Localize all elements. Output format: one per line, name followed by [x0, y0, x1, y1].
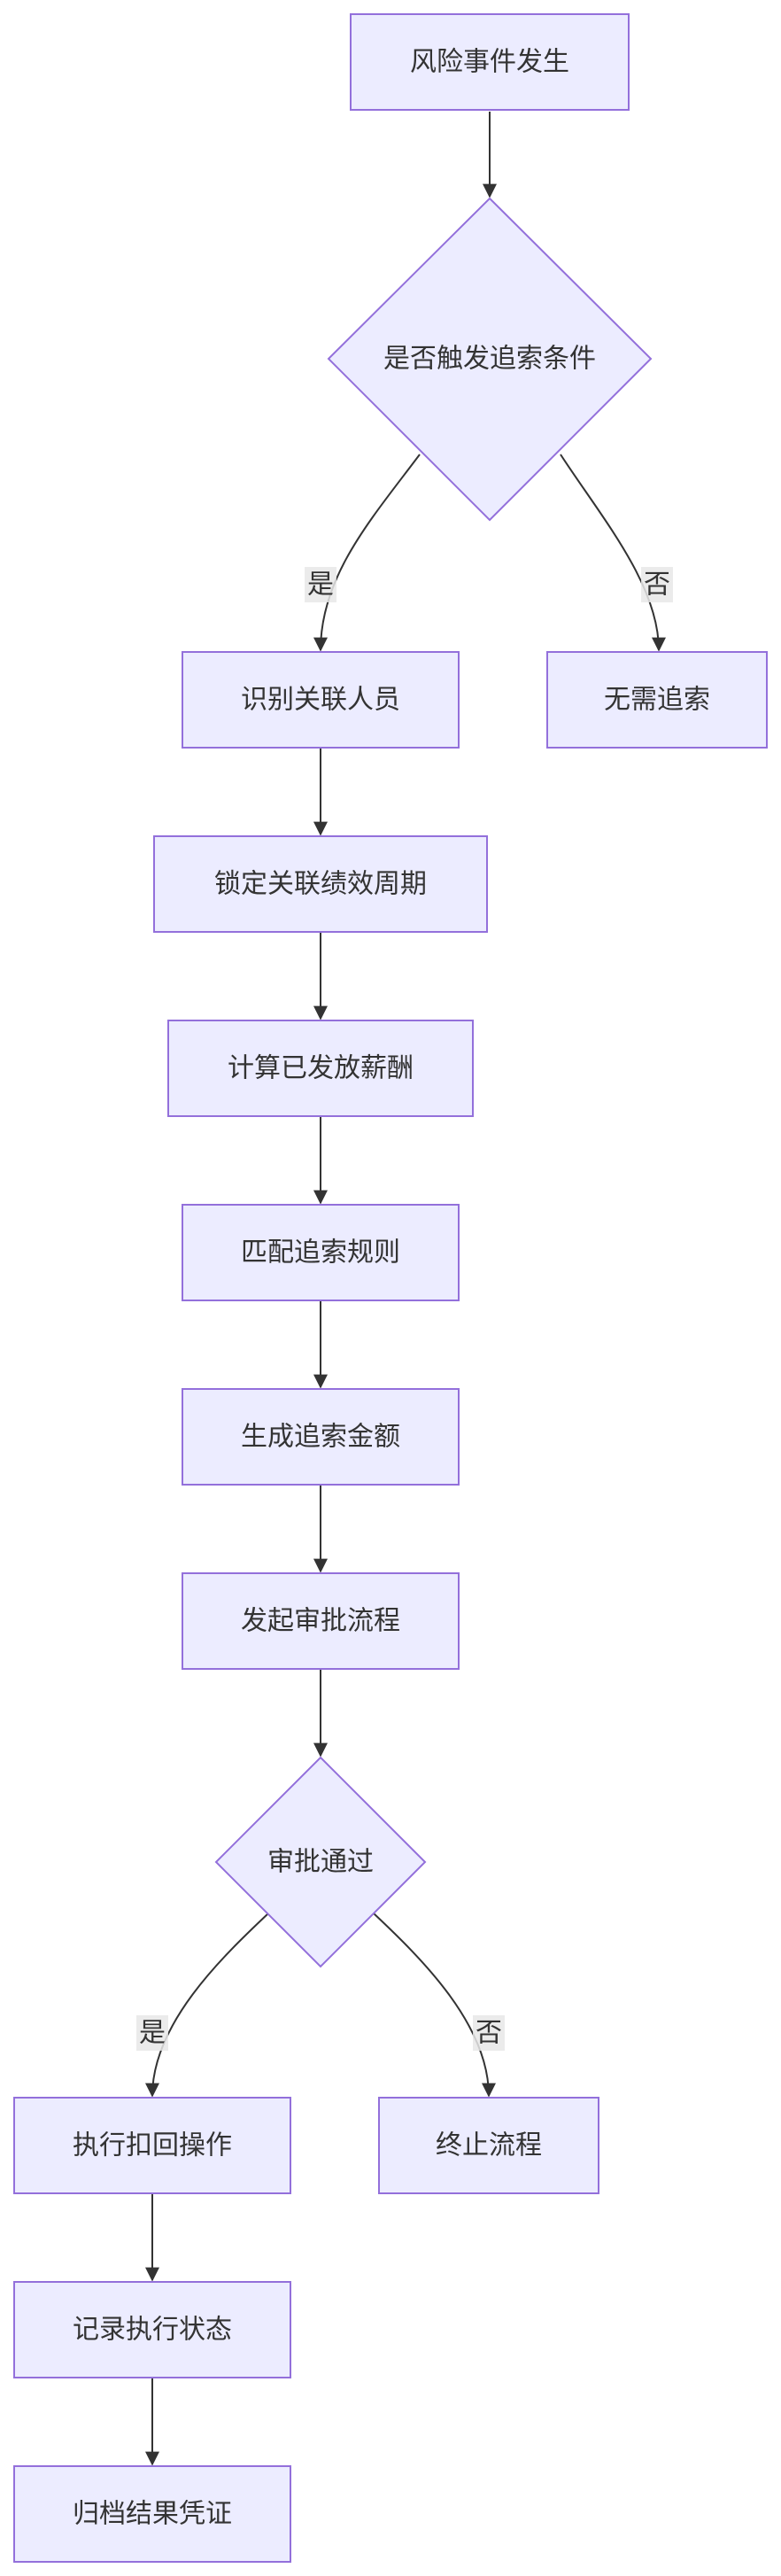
edges [145, 112, 666, 2466]
node-gen-amount: 生成追索金额 [182, 1388, 460, 1486]
edge-label-approval-no: 否 [473, 2015, 505, 2051]
node-approval-pass: 审批通过 [214, 1756, 427, 1968]
svg-text:是: 是 [139, 2018, 166, 2049]
edge-labels: 是 否 是 否 [136, 567, 673, 2051]
node-no-recovery: 无需追索 [546, 651, 768, 749]
node-execute-clawback: 执行扣回操作 [13, 2097, 291, 2194]
svg-text:匹配追索规则: 匹配追索规则 [241, 1238, 400, 1269]
svg-text:计算已发放薪酬: 计算已发放薪酬 [228, 1053, 414, 1084]
node-calc-paid: 计算已发放薪酬 [167, 1020, 474, 1117]
svg-text:锁定关联绩效周期: 锁定关联绩效周期 [214, 869, 427, 900]
node-record-status: 记录执行状态 [13, 2281, 291, 2378]
node-terminate: 终止流程 [378, 2097, 599, 2194]
svg-text:是: 是 [307, 570, 334, 601]
svg-text:记录执行状态: 记录执行状态 [73, 2315, 232, 2346]
edge-trigger-no [560, 454, 666, 652]
svg-text:终止流程: 终止流程 [436, 2130, 542, 2161]
node-lock-period: 锁定关联绩效周期 [153, 835, 488, 933]
node-identify-persons: 识别关联人员 [182, 651, 460, 749]
svg-text:生成追索金额: 生成追索金额 [241, 1422, 400, 1453]
node-trigger-check: 是否触发追索条件 [327, 197, 653, 522]
svg-text:否: 否 [644, 570, 670, 601]
svg-text:归档结果凭证: 归档结果凭证 [73, 2499, 232, 2530]
edge-approval-no [373, 1913, 496, 2098]
svg-text:执行扣回操作: 执行扣回操作 [73, 2130, 232, 2161]
node-match-rules: 匹配追索规则 [182, 1204, 460, 1301]
edge-approval-yes [145, 1913, 269, 2098]
svg-text:识别关联人员: 识别关联人员 [241, 685, 400, 716]
node-risk-event: 风险事件发生 [350, 13, 630, 111]
edge-trigger-yes [313, 454, 421, 652]
edge-label-approval-yes: 是 [136, 2015, 168, 2051]
node-start-approval: 发起审批流程 [182, 1572, 460, 1670]
node-archive: 归档结果凭证 [13, 2465, 291, 2563]
edge-label-trigger-yes: 是 [305, 567, 336, 602]
svg-text:是否触发追索条件: 是否触发追索条件 [383, 344, 596, 375]
nodes: 风险事件发生 是否触发追索条件 识别关联人员 无需追索 锁定关联绩效周期 计算已… [13, 13, 768, 2563]
svg-text:否: 否 [476, 2018, 502, 2049]
svg-text:风险事件发生: 风险事件发生 [410, 47, 569, 78]
edge-label-trigger-no: 否 [641, 567, 673, 602]
svg-text:审批通过: 审批通过 [267, 1847, 374, 1878]
svg-text:无需追索: 无需追索 [604, 685, 710, 716]
svg-text:发起审批流程: 发起审批流程 [241, 1606, 400, 1637]
